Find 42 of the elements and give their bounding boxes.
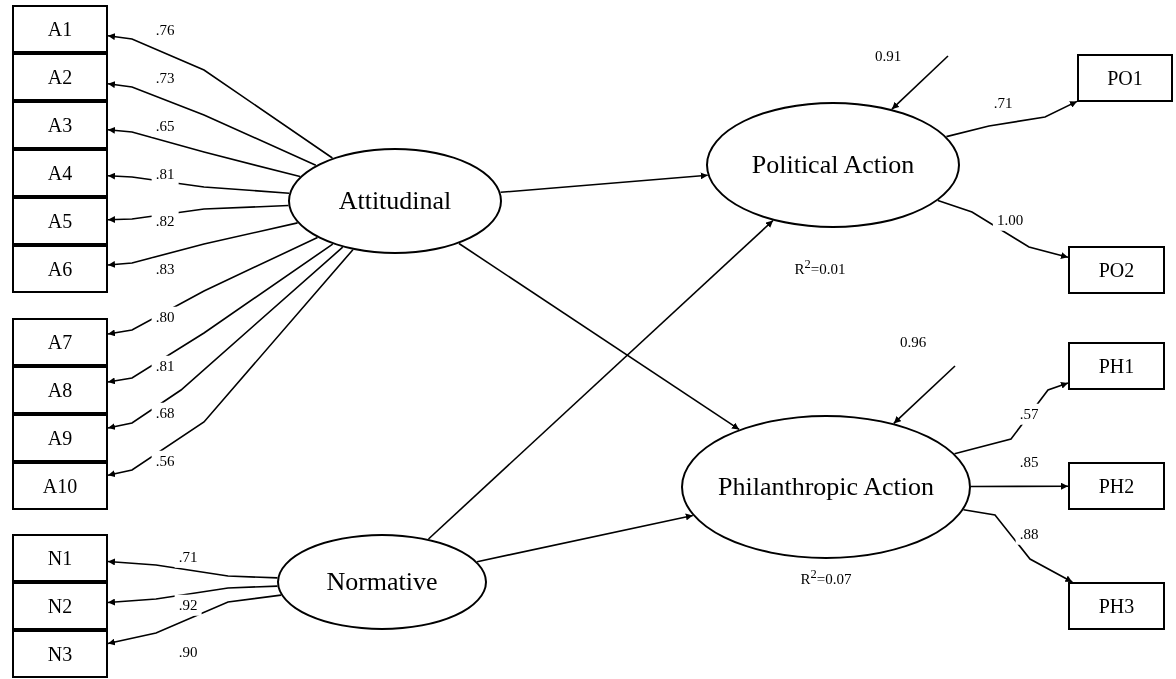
indicator-box: PO2: [1068, 246, 1165, 294]
indicator-box: A4: [12, 149, 108, 197]
path-arrow: [937, 199, 1069, 259]
path-arrow: [107, 243, 334, 385]
indicator-box: PO1: [1077, 54, 1173, 102]
indicator-box: A7: [12, 318, 108, 366]
indicator-box: PH2: [1068, 462, 1165, 510]
indicator-box: A1: [12, 5, 108, 53]
indicator-box: N3: [12, 630, 108, 678]
latent-variable-ellipse: Political Action: [706, 102, 960, 228]
path-arrow: [107, 585, 279, 606]
indicator-box: N2: [12, 582, 108, 630]
path-arrow: [107, 246, 344, 430]
latent-variable-ellipse: Philanthropic Action: [681, 415, 971, 559]
path-arrow: [427, 219, 774, 540]
path-arrow: [107, 81, 317, 167]
edge-label: .92: [174, 594, 202, 616]
indicator-box: A6: [12, 245, 108, 293]
latent-variable-ellipse: Attitudinal: [288, 148, 502, 254]
path-arrow: [107, 248, 354, 478]
indicator-box: A9: [12, 414, 108, 462]
path-arrow: [970, 482, 1069, 490]
path-arrow: [107, 558, 279, 579]
path-arrow: [893, 365, 956, 425]
indicator-box: A3: [12, 101, 108, 149]
indicator-box: N1: [12, 534, 108, 582]
indicator-box: PH1: [1068, 342, 1165, 390]
latent-variable-ellipse: Normative: [277, 534, 487, 630]
indicator-box: PH3: [1068, 582, 1165, 630]
path-arrow: [962, 509, 1074, 583]
indicator-box: A10: [12, 462, 108, 510]
indicator-box: A8: [12, 366, 108, 414]
path-arrow: [476, 513, 694, 563]
indicator-box: A5: [12, 197, 108, 245]
path-arrow: [945, 100, 1078, 138]
path-arrow: [891, 55, 949, 110]
path-arrow: [107, 222, 299, 268]
path-arrow: [107, 236, 319, 337]
path-arrow: [107, 33, 334, 159]
path-arrow: [458, 242, 740, 431]
indicator-box: A2: [12, 53, 108, 101]
path-arrow: [107, 126, 301, 178]
